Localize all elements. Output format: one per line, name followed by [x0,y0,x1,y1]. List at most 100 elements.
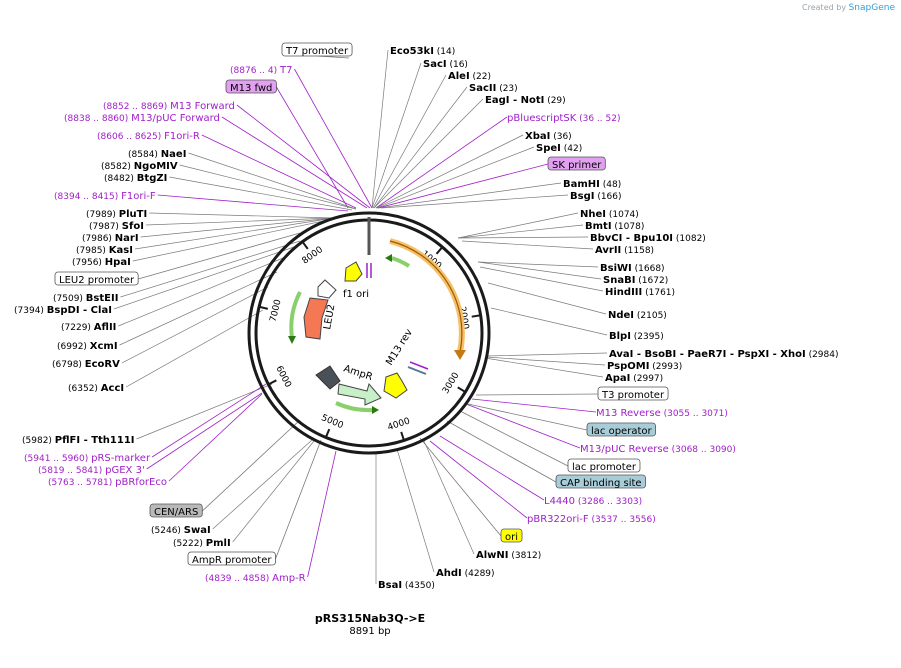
enzyme-name: AvrII [595,245,621,256]
feature-box [149,503,203,518]
tick-mark [324,428,331,438]
callout-line [375,134,524,209]
enzyme-name: ApaI [605,373,630,384]
enzyme-position: (6352) [68,384,101,394]
enzyme-position: (23) [496,84,517,94]
enzyme-label: (6992) XcmI [57,341,118,352]
callout-line [120,240,301,298]
primer-range: (3055 .. 3071) [661,409,728,419]
enzyme-name: BtgZI [137,173,168,184]
callout-line [377,182,562,209]
feature-box-label: ori [505,532,518,543]
enzyme-label: (6352) AccI [68,383,124,394]
callout-line [375,116,508,209]
primer-name: T7 [279,65,292,76]
callout-line [485,356,606,366]
callout-line [461,240,594,250]
label-enzyme: BmtI (1078) [585,221,644,232]
label-primer: (8876 .. 4) T7 [230,65,292,76]
primer-range: (4839 .. 4858) [205,574,272,584]
enzyme-name: PflFI [55,435,80,446]
enzyme-label: NdeI (2105) [608,310,667,321]
f1-ori-label: f1 ori [343,289,369,300]
enzyme-name: BsgI [570,191,594,202]
callout-line [125,309,264,388]
label-box: CAP binding site [555,474,646,489]
callout-line [151,383,267,458]
label-enzyme: Eco53kI (14) [390,46,455,57]
enzyme-position: (8582) [101,162,134,172]
tick-label: 4000 [386,416,411,433]
tick-mark [267,379,277,386]
label-enzyme: NheI (1074) [580,209,639,220]
label-primer: (5763 .. 5781) pBRforEco [48,477,167,488]
primer-name: M13/pUC Forward [131,113,220,124]
enzyme-name: AlwNI [476,550,509,561]
snapgene-credit: Created by SnapGene [802,3,895,13]
enzyme-name: XbaI [525,131,550,142]
enzyme-label: BsgI (166) [570,191,622,202]
callout-line [201,134,357,209]
label-primer: (8394 .. 8415) F1ori-F [54,191,156,202]
enzyme-isoschizomers: - NotI [509,95,544,106]
enzyme-position: (7987) [89,222,122,232]
primer-label: M13 Reverse (3055 .. 3071) [596,408,728,419]
enzyme-label: BamHI (48) [563,179,621,190]
enzyme-position: (22) [470,72,491,82]
enzyme-name: SnaBI [603,275,635,286]
callout-line [380,194,569,209]
enzyme-name: SacI [423,59,447,70]
enzyme-label: AleI (22) [448,71,491,82]
label-enzyme: AlwNI (3812) [476,550,541,561]
primer-label: (8838 .. 8860) M13/pUC Forward [64,113,220,124]
callout-line [138,232,301,280]
enzyme-name: NaeI [161,149,187,160]
enzyme-name: Eco53kI [390,46,434,57]
enzyme-label: (6798) EcoRV [52,359,120,370]
callout-line [376,146,535,209]
primer-label: (5763 .. 5781) pBRforEco [48,477,167,488]
enzyme-label: (7956) HpaI [72,257,131,268]
enzyme-position: (6992) [57,342,90,352]
callout-line [457,224,584,239]
label-primer: pBR322ori-F (3537 .. 3556) [527,514,656,525]
orange-arrow-head [454,350,466,360]
enzyme-position: (8584) [128,150,161,160]
feature-box-label: M13 fwd [230,83,272,94]
label-box: lac promoter [567,458,641,473]
label-enzyme: ApaI (2997) [605,373,663,384]
enzyme-name: BsiWI [600,263,632,274]
callout-line [188,152,357,210]
label-enzyme: SacI (16) [423,59,468,70]
enzyme-label: AvrII (1158) [595,245,654,256]
primer-range: (36 .. 52) [576,114,620,124]
callout-line [168,393,263,482]
primer-range: (8838 .. 8860) [64,114,131,124]
enzyme-label: (8584) NaeI [128,149,186,160]
callout-line [132,218,334,262]
callout-line [140,217,335,238]
callout-line [467,403,588,431]
callout-line [119,271,278,346]
primer-range: (8876 .. 4) [230,66,280,76]
label-enzyme: (7989) PluTI [86,209,147,220]
primer-label: (5819 .. 5841) pGEX 3' [38,465,145,476]
label-enzyme: BsgI (166) [570,191,622,202]
label-box: CEN/ARS [149,503,203,518]
label-enzyme: (6352) AccI [68,383,124,394]
enzyme-position: (36) [550,132,571,142]
enzyme-position: (5246) [151,526,184,536]
feature-box [597,386,669,401]
feature-box-label: lac operator [591,426,652,437]
primer-label: (8876 .. 4) T7 [230,65,292,76]
callout-line [157,194,349,212]
callout-line [457,236,589,239]
label-enzyme: (7985) KasI [76,245,133,256]
enzyme-name: NgoMIV [134,161,178,172]
enzyme-position: (7394) [14,306,47,316]
callout-line [373,86,468,209]
primer-name: F1ori-F [121,191,156,202]
enzyme-position: (4350) [402,581,435,591]
callout-line [446,420,557,483]
ampr-label: AmpR [342,363,374,383]
